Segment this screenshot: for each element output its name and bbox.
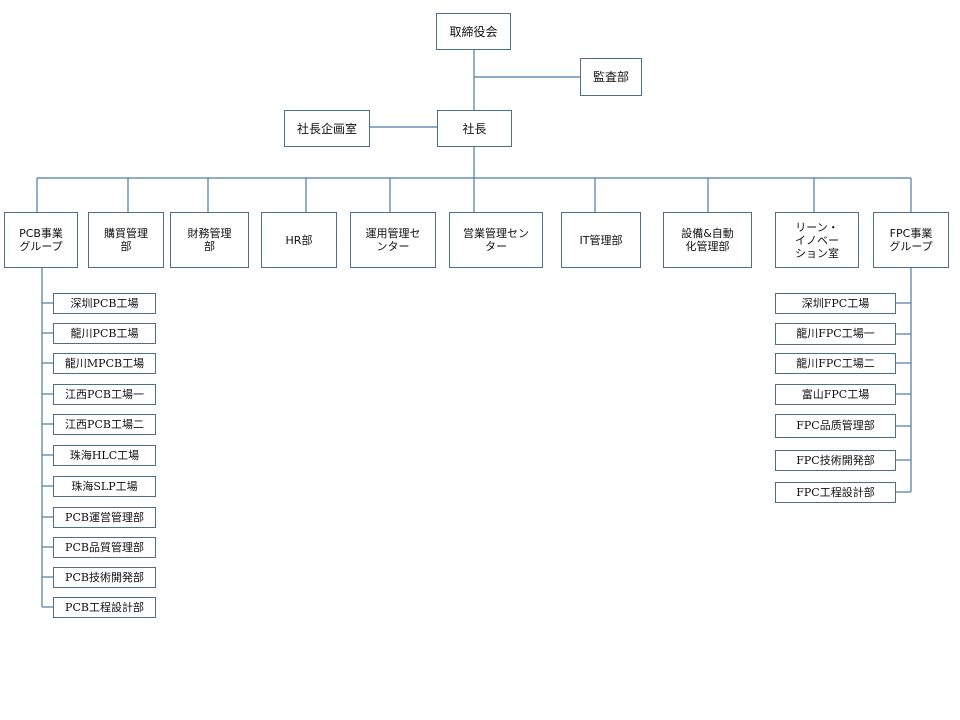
fpc-unit-shenzhen: 深圳FPC工場 <box>775 293 896 314</box>
division-operations-center: 運用管理セ ンター <box>350 212 436 268</box>
division-hr: HR部 <box>261 212 337 268</box>
pcb-unit-operations-management: PCB運営管理部 <box>53 507 156 528</box>
division-lean-innovation: リーン・ イノベー ション室 <box>775 212 859 268</box>
pcb-unit-technology-development: PCB技術開発部 <box>53 567 156 588</box>
president-planning-office-box: 社長企画室 <box>284 110 370 147</box>
pcb-unit-jiangxi-2: 江西PCB工場二 <box>53 414 156 435</box>
pcb-unit-zhuhai-slp: 珠海SLP工場 <box>53 476 156 497</box>
pcb-unit-zhuhai-hlc: 珠海HLC工場 <box>53 445 156 466</box>
division-pcb-group: PCB事業 グループ <box>4 212 78 268</box>
division-purchasing: 購買管理 部 <box>88 212 164 268</box>
president-box: 社長 <box>437 110 512 147</box>
pcb-unit-longchuan-mpcb: 龍川MPCB工場 <box>53 353 156 374</box>
fpc-unit-longchuan-1: 龍川FPC工場一 <box>775 323 896 345</box>
division-sales-center: 営業管理セン ター <box>449 212 543 268</box>
fpc-unit-process-design: FPC工程設計部 <box>775 482 896 503</box>
fpc-unit-quality-management: FPC品质管理部 <box>775 414 896 438</box>
division-equipment-automation: 設備&自動 化管理部 <box>663 212 752 268</box>
division-finance: 財務管理 部 <box>170 212 249 268</box>
fpc-unit-toyama: 富山FPC工場 <box>775 384 896 405</box>
audit-department-box: 監査部 <box>580 58 642 96</box>
pcb-unit-longchuan: 龍川PCB工場 <box>53 323 156 344</box>
pcb-unit-process-design: PCB工程設計部 <box>53 597 156 618</box>
fpc-unit-technology-development: FPC技術開発部 <box>775 450 896 471</box>
fpc-unit-longchuan-2: 龍川FPC工場二 <box>775 353 896 374</box>
division-fpc-group: FPC事業 グループ <box>873 212 949 268</box>
pcb-unit-quality-management: PCB品質管理部 <box>53 537 156 558</box>
pcb-unit-jiangxi-1: 江西PCB工場一 <box>53 384 156 405</box>
pcb-unit-shenzhen: 深圳PCB工場 <box>53 293 156 314</box>
division-it: IT管理部 <box>561 212 641 268</box>
board-of-directors-box: 取締役会 <box>436 13 511 50</box>
